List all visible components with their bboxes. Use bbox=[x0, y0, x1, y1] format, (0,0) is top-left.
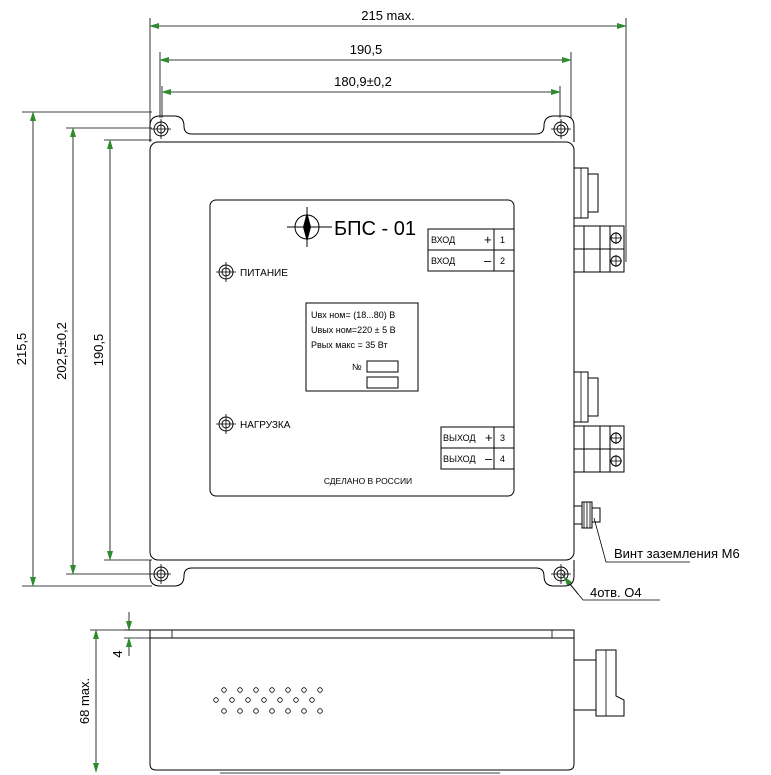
side-view: 4 68 max. bbox=[77, 612, 625, 774]
terminal-1-sign: + bbox=[484, 232, 492, 247]
terminal-3-label: ВЫХОД bbox=[443, 433, 476, 443]
vent-hole bbox=[317, 687, 323, 693]
dimension-label-height-holes: 190,5 bbox=[91, 334, 106, 367]
vent-hole bbox=[309, 697, 315, 703]
vent-hole bbox=[245, 697, 251, 703]
terminal-2-num: 2 bbox=[500, 256, 505, 266]
vent-hole bbox=[253, 708, 259, 714]
side-body bbox=[149, 638, 575, 771]
vent-hole bbox=[253, 687, 259, 693]
vent-hole bbox=[277, 697, 283, 703]
vent-hole bbox=[317, 708, 323, 714]
terminal-4-num: 4 bbox=[500, 454, 505, 464]
vent-hole bbox=[237, 687, 243, 693]
ground-screw-leader bbox=[593, 517, 690, 563]
side-flange bbox=[149, 629, 575, 639]
vent-hole bbox=[301, 687, 307, 693]
dimension-label-height-total: 215,5 bbox=[14, 333, 29, 366]
vent-hole bbox=[213, 697, 219, 703]
dimension-depth-flange: 4 bbox=[110, 612, 150, 658]
power-label: ПИТАНИЕ bbox=[240, 268, 288, 279]
side-connector bbox=[573, 649, 625, 717]
connector-glands-upper bbox=[573, 167, 625, 273]
dimension-label-height-tol: 202,5±0,2 bbox=[54, 322, 69, 380]
mounting-hole-top-right bbox=[551, 119, 571, 139]
terminal-1-label: ВХОД bbox=[431, 235, 455, 245]
serial-number-label: № bbox=[352, 362, 362, 372]
vent-holes bbox=[213, 687, 323, 714]
dimension-label-depth-flange: 4 bbox=[110, 650, 125, 657]
serial-number-box bbox=[366, 360, 399, 373]
vent-hole bbox=[285, 687, 291, 693]
vent-hole bbox=[261, 697, 267, 703]
enclosure-body bbox=[149, 141, 575, 561]
vent-hole bbox=[229, 697, 235, 703]
terminal-4-label: ВЫХОД bbox=[443, 454, 476, 464]
terminal-1-num: 1 bbox=[500, 235, 505, 245]
vent-hole bbox=[301, 708, 307, 714]
terminal-4-sign: – bbox=[485, 451, 493, 466]
mounting-hole-top-left bbox=[151, 119, 171, 139]
mounting-hole-bottom-right bbox=[551, 564, 571, 584]
dimension-width-holes: 190,5 bbox=[159, 42, 572, 118]
dimension-width-max: 215 max. bbox=[149, 8, 627, 262]
dimension-label-depth-max: 68 max. bbox=[77, 678, 92, 724]
dimension-depth-max: 68 max. bbox=[77, 629, 150, 773]
dimension-height-holes: 190,5 bbox=[91, 139, 152, 561]
mounting-flange-bottom bbox=[149, 560, 575, 587]
dimension-label-width-max: 215 max. bbox=[361, 8, 414, 23]
load-indicator-icon bbox=[216, 414, 236, 434]
top-view: 215 max. 190,5 180,9±0,2 215,5 bbox=[14, 8, 740, 601]
terminal-block-input: ВХОД + 1 ВХОД – 2 bbox=[427, 228, 515, 272]
front-panel bbox=[209, 199, 515, 497]
date-box bbox=[366, 376, 399, 389]
dimension-width-panel: 180,9±0,2 bbox=[161, 74, 561, 118]
vent-hole bbox=[221, 687, 227, 693]
dimension-height-total: 215,5 bbox=[14, 111, 152, 587]
terminal-2-label: ВХОД bbox=[431, 256, 455, 266]
spec-plate bbox=[305, 302, 419, 392]
dimension-label-width-holes: 190,5 bbox=[350, 42, 383, 57]
vent-hole bbox=[221, 708, 227, 714]
vent-hole bbox=[269, 687, 275, 693]
connector-glands-lower bbox=[573, 371, 625, 473]
holes-callout: 4отв. О4 bbox=[590, 585, 642, 600]
vent-hole bbox=[293, 697, 299, 703]
ground-screw-icon bbox=[573, 501, 601, 529]
dimension-height-tol: 202,5±0,2 bbox=[54, 127, 152, 575]
load-label: НАГРУЗКА bbox=[240, 420, 291, 431]
vent-hole bbox=[285, 708, 291, 714]
mounting-hole-bottom-left bbox=[151, 564, 171, 584]
vent-hole bbox=[269, 708, 275, 714]
spec-line-1: Uвх ном= (18...80) В bbox=[311, 310, 395, 320]
ground-screw-callout: Винт заземления М6 bbox=[614, 546, 740, 561]
device-title: БПС - 01 bbox=[334, 218, 416, 240]
power-indicator-icon bbox=[216, 262, 236, 282]
mounting-flange-top bbox=[149, 115, 575, 142]
terminal-3-sign: + bbox=[485, 430, 493, 445]
vent-hole bbox=[237, 708, 243, 714]
terminal-2-sign: – bbox=[484, 253, 492, 268]
terminal-3-num: 3 bbox=[500, 433, 505, 443]
made-in-label: СДЕЛАНО В РОССИИ bbox=[324, 476, 412, 486]
dimension-label-width-panel: 180,9±0,2 bbox=[334, 74, 392, 89]
spec-line-3: Рвых макс = 35 Вт bbox=[311, 340, 388, 350]
terminal-block-output: ВЫХОД + 3 ВЫХОД – 4 bbox=[440, 426, 515, 470]
spec-line-2: Uвых ном=220 ± 5 В bbox=[311, 325, 396, 335]
